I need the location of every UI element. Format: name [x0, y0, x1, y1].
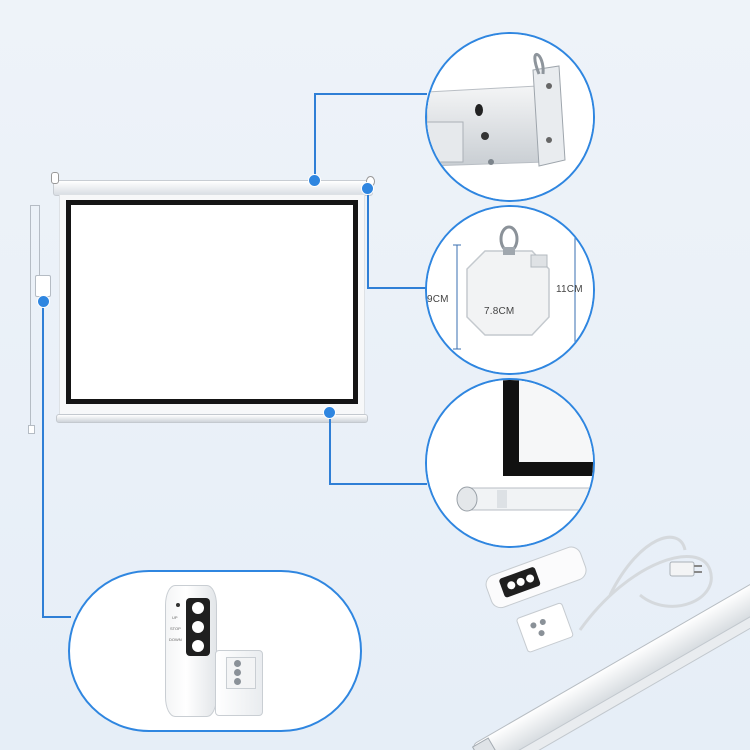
receiver-box: [215, 650, 263, 716]
remote-up-button[interactable]: [192, 602, 204, 614]
dimension-width: 7.8CM: [484, 306, 515, 317]
marker-endcap[interactable]: [361, 182, 374, 195]
receiver-button-2[interactable]: [234, 669, 241, 676]
remote-led: [176, 603, 180, 607]
detail-endcap-dimensions: [425, 205, 595, 375]
connector-receiver: [42, 303, 44, 618]
marker-bottom-bar[interactable]: [323, 406, 336, 419]
receiver-button-3[interactable]: [234, 678, 241, 685]
remote-control: UP STOP DOWN: [165, 585, 217, 717]
receiver-button-panel: [226, 657, 256, 689]
left-hook: [51, 172, 59, 184]
dimension-height-left: 9CM: [427, 294, 449, 305]
connector-bottom-bar: [329, 416, 331, 485]
cord-receiver: [35, 275, 51, 297]
receiver-button-1[interactable]: [234, 660, 241, 667]
remote-stop-label: STOP: [170, 626, 181, 631]
screen-viewing-area: [66, 200, 358, 404]
marker-housing[interactable]: [308, 174, 321, 187]
dimension-height-right: 11CM: [556, 284, 583, 295]
connector-endcap: [367, 190, 369, 289]
remote-down-button[interactable]: [192, 640, 204, 652]
marker-receiver[interactable]: [37, 295, 50, 308]
remote-down-label: DOWN: [169, 637, 182, 642]
detail-housing-bracket: [425, 32, 595, 202]
endcap-illustration: [427, 207, 593, 373]
remote-stop-button[interactable]: [192, 621, 204, 633]
housing-bracket-illustration: [427, 34, 593, 200]
connector-housing: [314, 93, 316, 181]
detail-bottom-bar: [425, 378, 595, 548]
screen-bottom-bar: [56, 414, 368, 423]
product-assembly-illustration: [471, 535, 750, 750]
remote-up-label: UP: [172, 615, 178, 620]
